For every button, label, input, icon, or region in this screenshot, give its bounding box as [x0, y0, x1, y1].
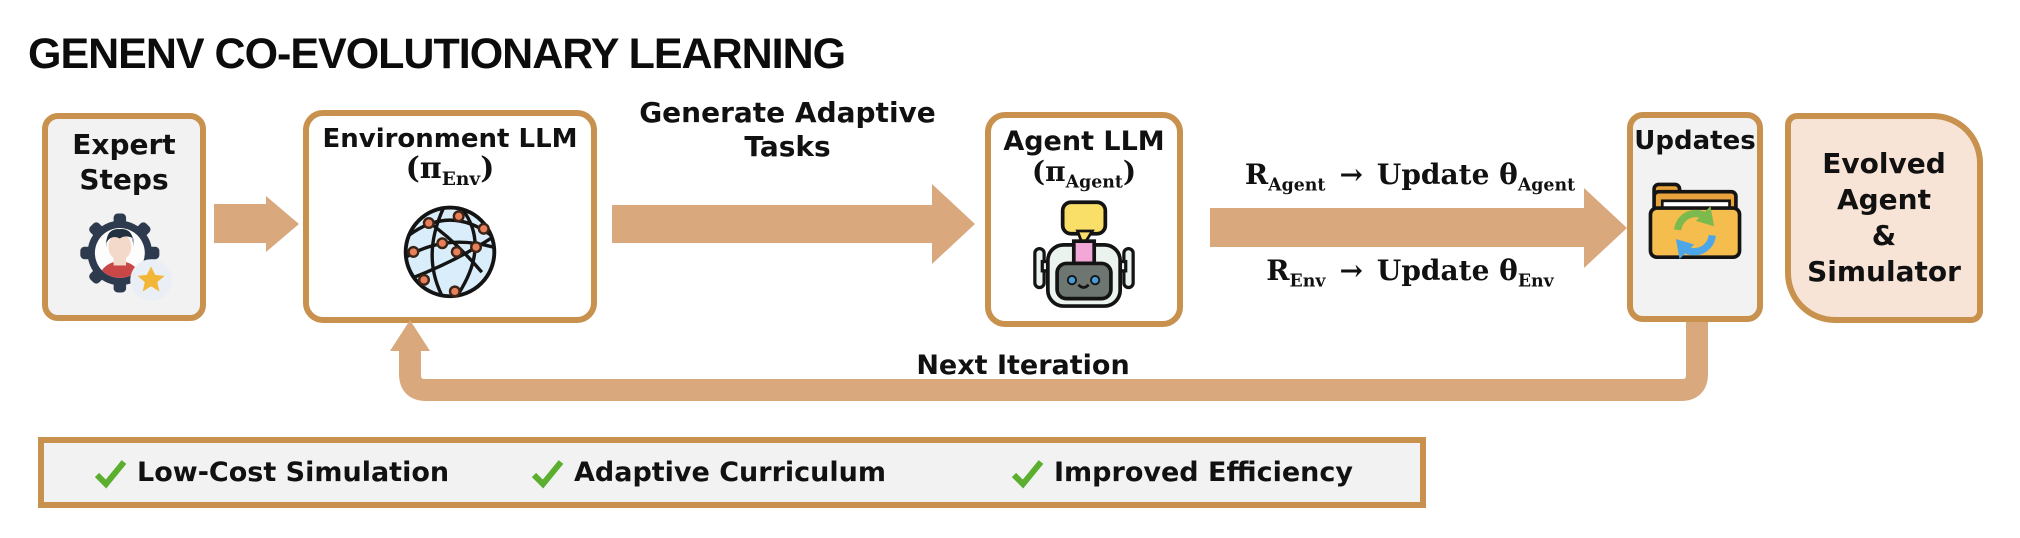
- expert-steps-node: Expert Steps: [42, 113, 206, 321]
- expert-steps-label: Expert Steps: [72, 128, 176, 196]
- next-iteration-loop-arrow: [390, 320, 1708, 401]
- generate-tasks-label: Generate Adaptive Tasks: [639, 96, 936, 163]
- check-icon: [94, 459, 127, 488]
- arrow-agent-to-updates: [1210, 188, 1627, 268]
- agent-llm-label: Agent LLM: [1003, 126, 1165, 157]
- expert-gear-person-icon: [80, 213, 172, 301]
- updates-label: Updates: [1634, 126, 1756, 156]
- check-icon: [531, 459, 564, 488]
- reward-agent-update-label: RAgent→Update θAgent: [1244, 158, 1576, 196]
- agent-llm-node: Agent LLM (πAgent): [985, 112, 1183, 327]
- agent-policy-symbol: (πAgent): [1031, 155, 1137, 193]
- benefit-improved-efficiency: Improved Efficiency: [1010, 443, 1353, 502]
- sync-folder-icon: [1648, 182, 1742, 259]
- arrow-expert-to-env: [214, 196, 299, 252]
- environment-llm-node: Environment LLM (πEnv): [303, 110, 597, 323]
- updates-node: Updates: [1627, 112, 1763, 322]
- benefits-bar: Low-Cost Simulation Adaptive Curriculum …: [38, 437, 1426, 508]
- evolved-agent-simulator-label: Evolved Agent & Simulator: [1807, 147, 1961, 288]
- robot-icon: [1033, 199, 1135, 308]
- benefit-low-cost-simulation: Low-Cost Simulation: [93, 443, 449, 502]
- environment-llm-label: Environment LLM: [322, 124, 578, 154]
- next-iteration-label: Next Iteration: [916, 350, 1130, 381]
- reward-env-update-label: REnv→Update θEnv: [1266, 254, 1554, 292]
- page-title: GENENV CO-EVOLUTIONARY LEARNING: [28, 30, 846, 78]
- arrow-env-to-agent: [612, 184, 975, 264]
- network-globe-icon: [403, 205, 497, 299]
- check-icon: [1011, 459, 1044, 488]
- environment-policy-symbol: (πEnv): [405, 151, 495, 191]
- benefit-adaptive-curriculum: Adaptive Curriculum: [530, 443, 886, 502]
- evolved-agent-simulator-node: Evolved Agent & Simulator: [1785, 113, 1983, 323]
